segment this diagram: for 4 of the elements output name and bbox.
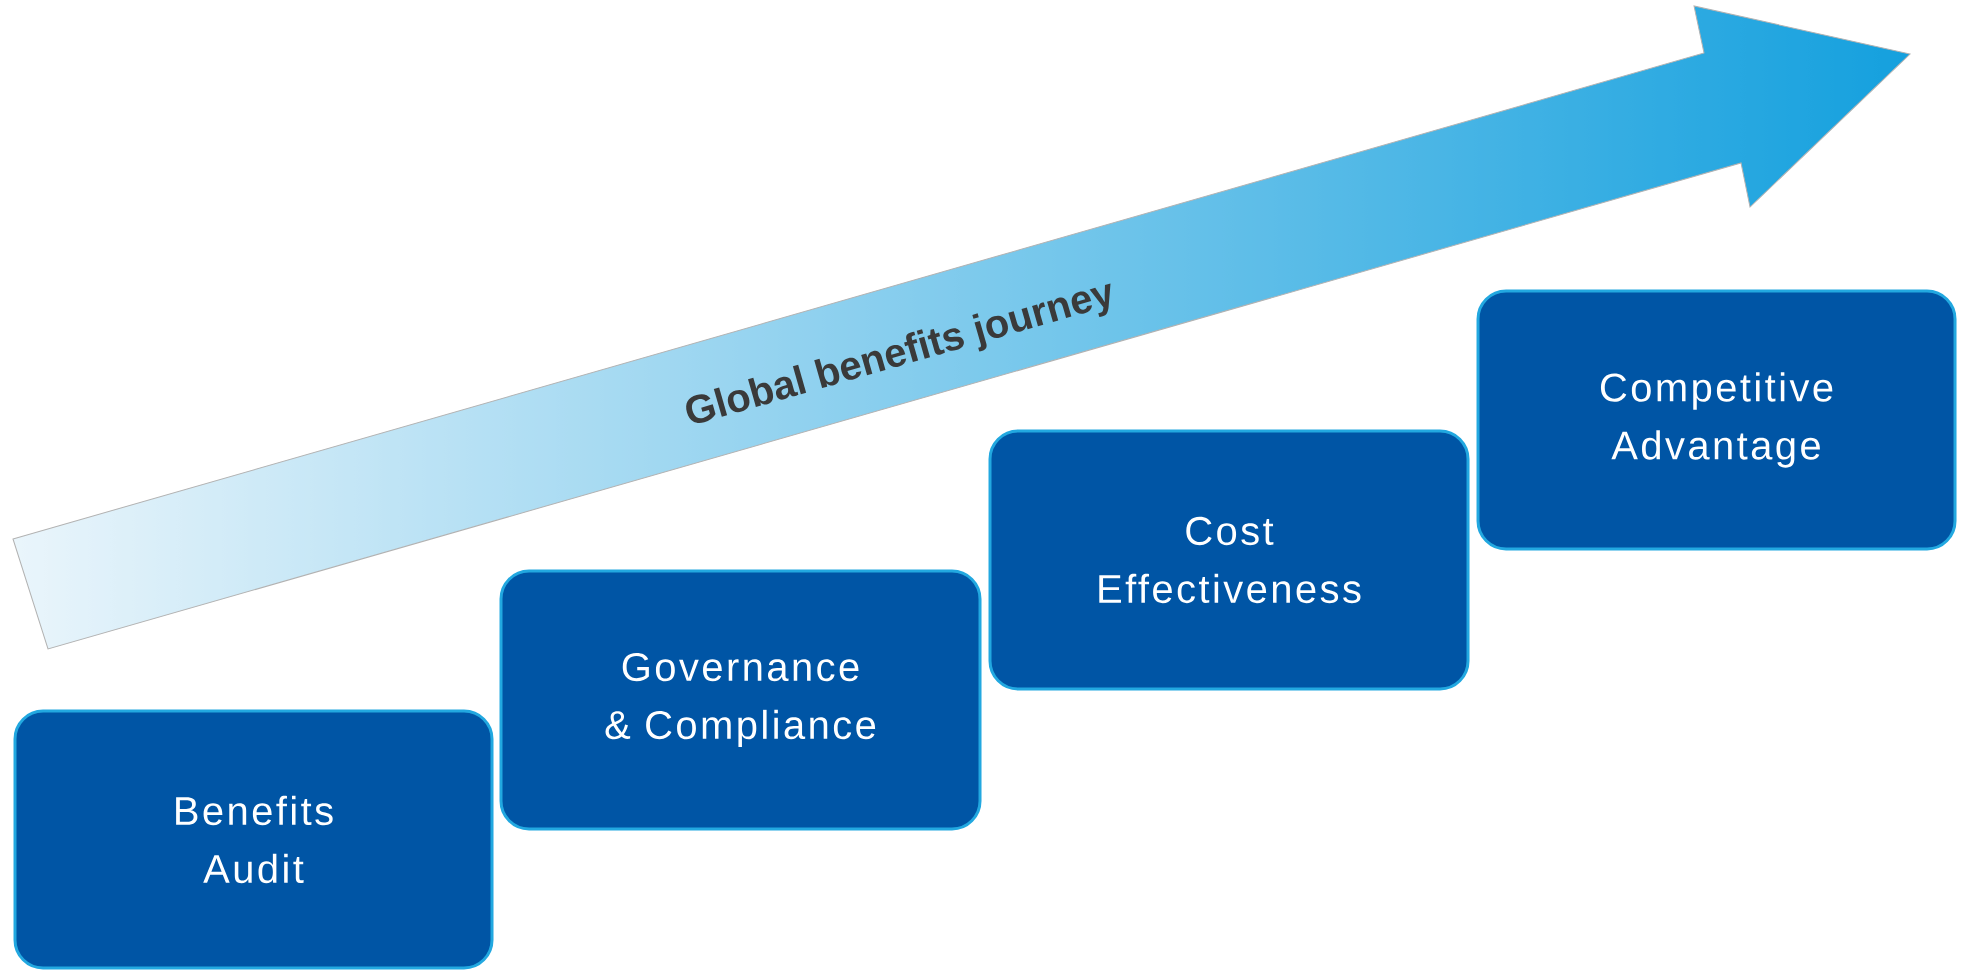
step-box: Competitive Advantage [1476, 289, 1957, 551]
step-box: Governance & Compliance [499, 569, 982, 831]
step-box: Benefits Audit [13, 709, 494, 970]
step-box: Cost Effectiveness [988, 429, 1470, 691]
